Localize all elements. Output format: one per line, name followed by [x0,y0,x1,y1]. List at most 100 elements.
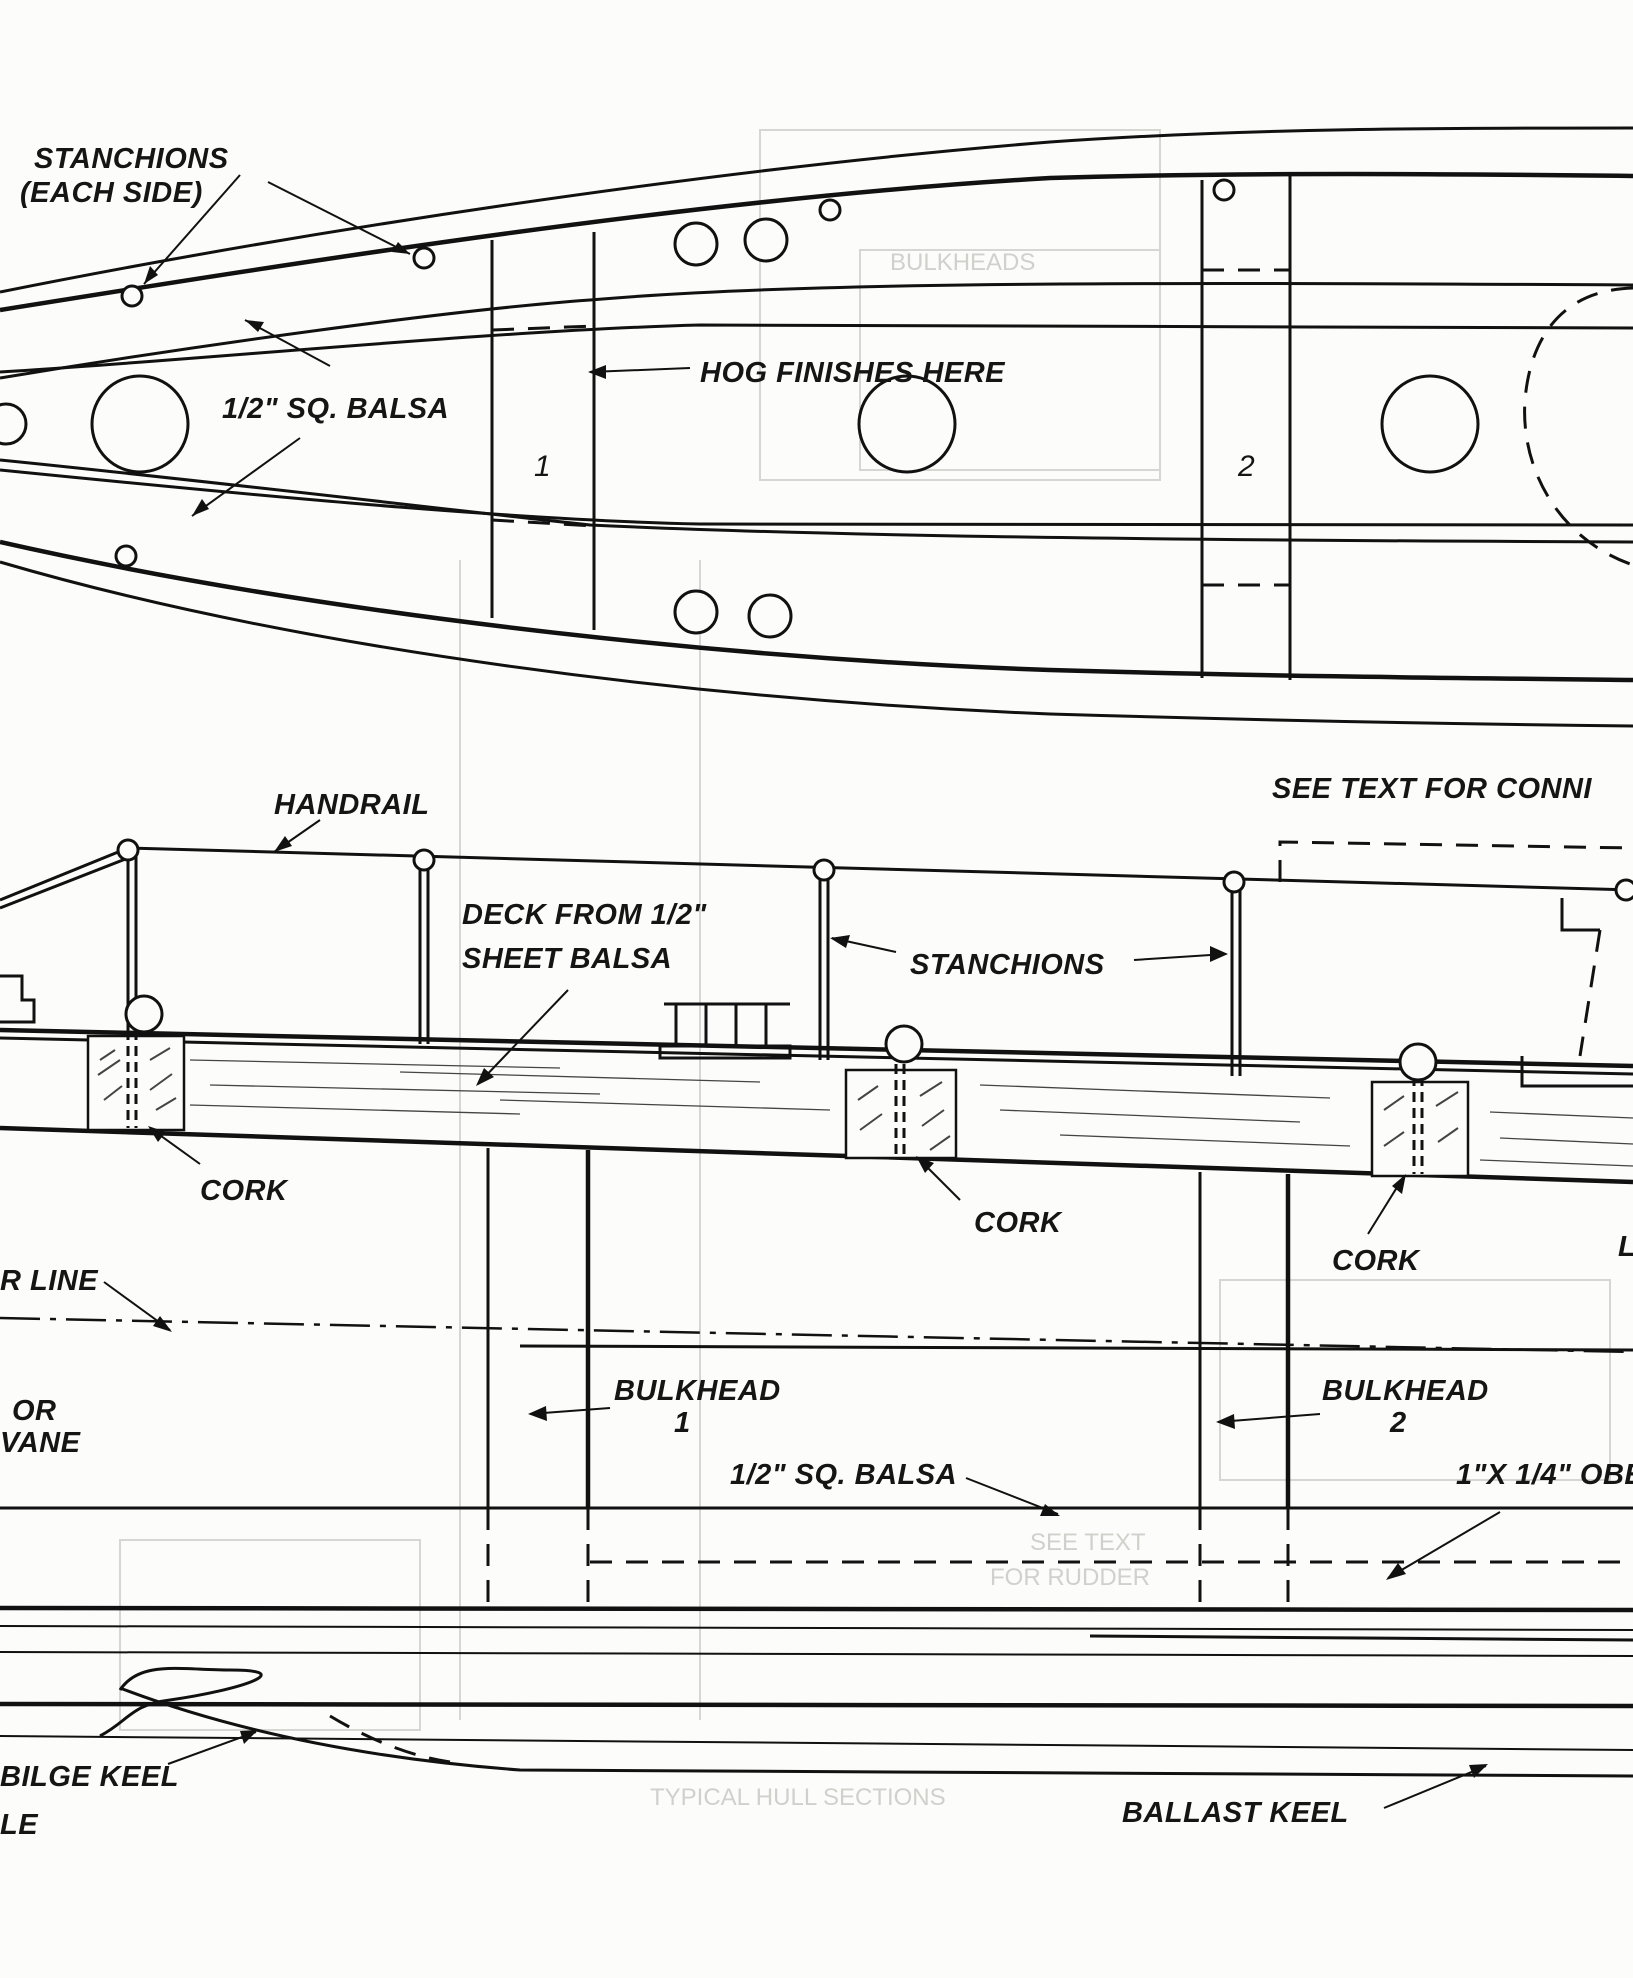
stanchion-base-3 [818,198,842,222]
keel-bottom [0,1701,1633,1709]
hole-small-1 [673,221,719,267]
arrow-stanchions-b [1210,946,1228,962]
arrow-hog [588,365,606,379]
hog-dash-1 [491,324,595,332]
hole-large-2 [857,374,957,474]
leader-bilge [167,1731,257,1765]
hole-bow [0,402,28,446]
hog-line-1 [0,282,1633,380]
stanchions-group [116,838,1633,1076]
hole-large-3 [1380,374,1480,474]
label-bulkhead-num-1: 1 [534,450,551,483]
keel-line-3 [0,1651,1633,1657]
arrow-bilge [240,1730,258,1744]
arrow-stanchion-1 [144,266,158,284]
hole-small-3 [673,589,719,635]
label-deck-1: DECK FROM 1/2" [462,899,707,931]
arrow-cork-3 [1392,1174,1406,1194]
label-balsa-top: 1/2" SQ. BALSA [222,393,449,425]
leader-balsa-bottom [965,1477,1059,1515]
ghost-see-text: SEE TEXT [1030,1529,1146,1556]
ghost-rudder: FOR RUDDER [990,1564,1150,1591]
ghost-sections: TYPICAL HULL SECTIONS [650,1784,946,1811]
outer-rail-bottom [0,560,1633,728]
show-through-marks: BULKHEADS TYPICAL HULL SECTIONS SEE TEXT… [119,129,1611,1811]
label-deck-2: SHEET BALSA [462,943,672,975]
arrow-stanchions-a [830,935,850,948]
leader-stanchion-2 [267,181,411,255]
label-cork-2: CORK [974,1207,1063,1239]
stanchion-base-2 [412,246,436,270]
hole-large-1 [90,374,190,474]
cork-block-2 [844,1024,958,1160]
stanchion-base-4 [1212,178,1236,202]
leader-obeche [1387,1511,1501,1579]
cork-block-3 [1370,1042,1470,1178]
ghost-bulkheads: BULKHEADS [890,249,1035,276]
deck-wood-grain [189,1059,1633,1167]
deckhouse-dashed [1278,840,1633,882]
label-vane-1: OR [12,1395,57,1427]
side-elevation: HANDRAIL SEE TEXT FOR CONNI DECK FROM 1/… [0,773,1633,1841]
label-bilge-keel: BILGE KEEL [0,1761,179,1793]
leader-hog [589,367,691,373]
arrow-ballast [1469,1764,1488,1778]
label-bulkhead-1a: BULKHEAD [614,1375,781,1407]
leader-deck [477,989,569,1085]
label-obeche: 1"X 1/4" OBEC [1456,1459,1633,1491]
leader-stanchion-1 [143,174,241,285]
plan-view: STANCHIONS (EACH SIDE) 1/2" SQ. BALSA HO… [0,126,1633,728]
label-edge-l: L [1618,1231,1633,1263]
label-hog-finishes: HOG FINISHES HERE [700,357,1006,389]
outer-rail-top [0,126,1633,294]
arrow-waterline [153,1316,172,1332]
keel-inner [1089,1634,1633,1642]
arrow-handrail [274,836,292,852]
hog-dash-2 [491,518,595,528]
stanchion-base-5 [114,544,138,568]
label-cork-1: CORK [200,1175,289,1207]
arrow-deck [476,1068,494,1086]
deckhouse-slope [1578,929,1602,1057]
leader-balsa-2 [191,437,301,517]
arrow-stanchion-2 [392,242,410,254]
hole-small-4 [747,593,793,639]
internal-line [519,1344,1633,1352]
leader-ballast [1383,1765,1487,1809]
deck-top-line-2 [0,1036,1633,1076]
keel-top [0,1605,1633,1613]
label-stanchions: STANCHIONS [910,949,1105,981]
deckhouse-base [1520,1056,1633,1088]
hole-small-2 [743,217,789,263]
label-bulkhead-2b: 2 [1389,1407,1407,1439]
label-see-text: SEE TEXT FOR CONNI [1272,773,1592,805]
arrow-cork-2 [916,1156,934,1173]
bow-fitting [0,974,36,1024]
deck-bottom-line [0,1125,1633,1185]
arrow-bulkhead2 [1216,1414,1235,1429]
label-bulkhead-2a: BULKHEAD [1322,1375,1489,1407]
label-stanchions-each-side-2: (EACH SIDE) [20,177,203,209]
arrow-balsa-1 [245,320,264,332]
stanchion-base-1 [120,284,144,308]
label-water-line: R LINE [0,1265,99,1297]
label-bulkhead-num-2: 2 [1237,450,1255,483]
arrow-bulkhead1 [528,1406,547,1421]
deck-edge-top [0,171,1633,313]
label-ballast-keel: BALLAST KEEL [1122,1797,1349,1829]
arrow-balsa-2 [192,499,209,516]
cork-block-1 [86,994,186,1132]
arrow-cork-1 [148,1126,166,1142]
deck-fitting [658,1002,792,1060]
label-balsa-bottom: 1/2" SQ. BALSA [730,1459,957,1491]
ballast-keel-base [0,1735,1633,1751]
deck-edge-bottom [0,539,1633,683]
hog-line-3 [0,458,1633,544]
label-stanchions-each-side-1: STANCHIONS [34,143,229,175]
label-vane-2: VANE [0,1427,82,1459]
label-cork-3: CORK [1332,1245,1421,1277]
handrail-bow-2 [0,856,129,910]
deckhouse-detail [1560,898,1600,932]
